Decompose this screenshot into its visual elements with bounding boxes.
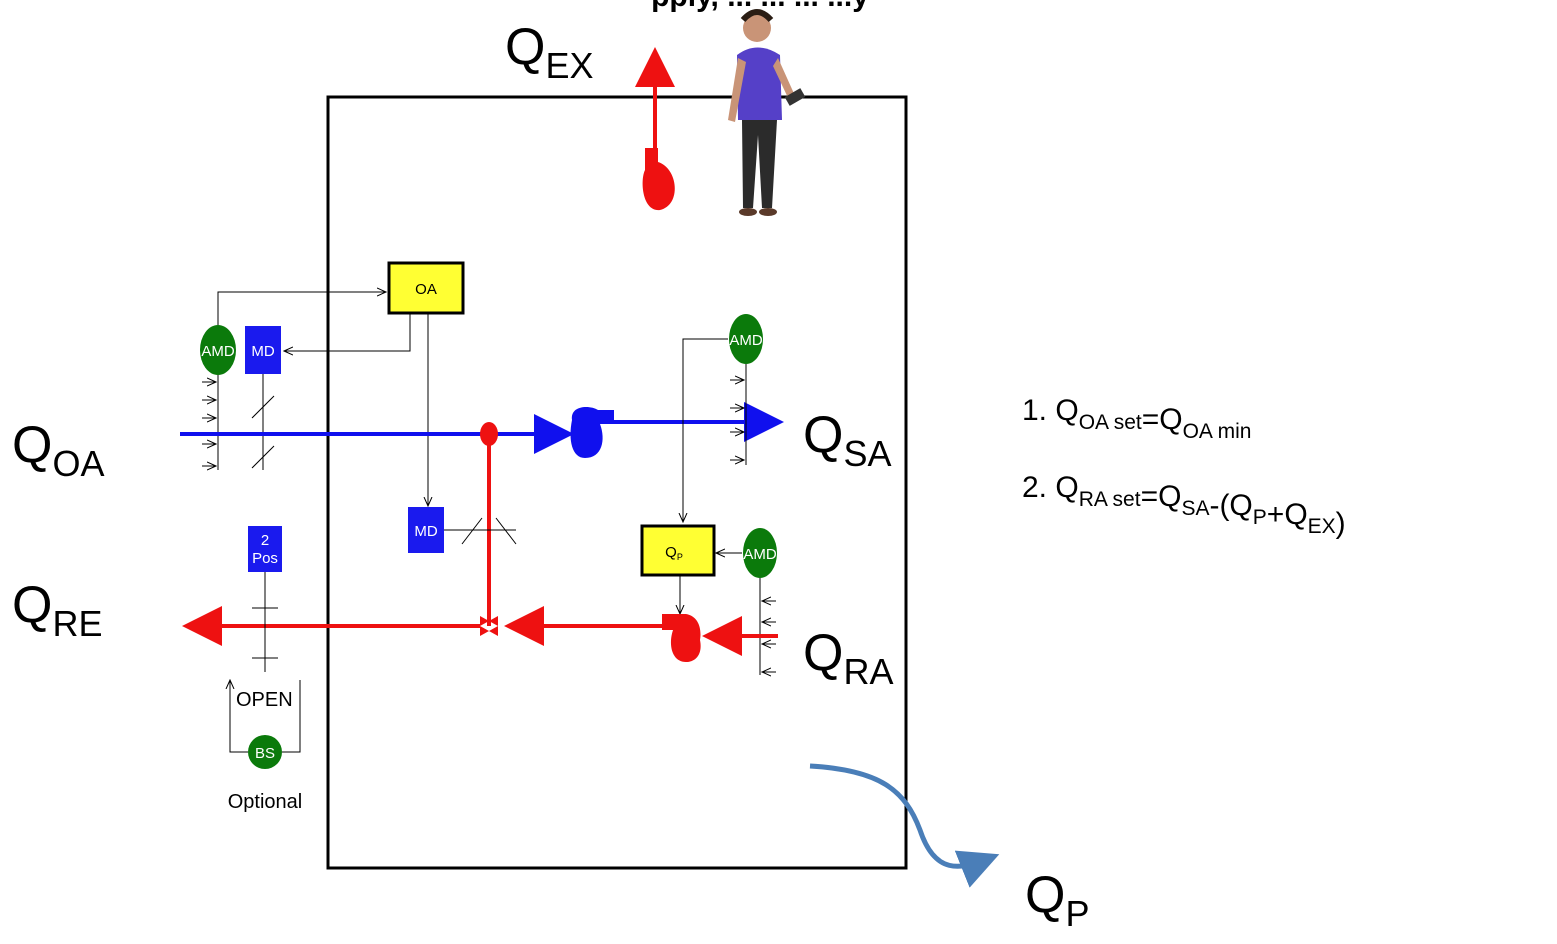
amd-oa-label: AMD <box>201 343 235 360</box>
amd-sa-label: AMD <box>729 332 763 349</box>
label-q-sa: QSA <box>803 406 891 474</box>
relief-junction-valve <box>480 616 498 636</box>
label-q-ex: QEX <box>505 18 593 86</box>
mixing-junction-top <box>480 422 498 446</box>
md-ra-label: MD <box>414 523 437 540</box>
open-label: OPEN <box>236 689 293 711</box>
oa-flow-station <box>202 375 219 470</box>
oa-damper-blade <box>251 395 275 419</box>
label-q-re: QRE <box>12 576 102 644</box>
md-oa-label: MD <box>251 343 274 360</box>
two-pos-actuator <box>248 526 282 572</box>
oa-controller-box <box>387 261 465 315</box>
exhaust-fan-icon <box>642 148 675 211</box>
equation-term: +Q <box>1267 498 1308 531</box>
equation-number: 2. <box>1022 471 1055 504</box>
equation-term: =Q <box>1141 480 1182 513</box>
bs-switch <box>248 735 282 769</box>
ra-flow-station <box>759 578 776 675</box>
equation-term: Q <box>1055 394 1078 427</box>
equation-subscript: OA min <box>1183 420 1252 443</box>
optional-label: Optional <box>228 791 303 813</box>
md-ra-blade-2 <box>495 517 517 545</box>
equation-subscript: P <box>1253 506 1267 529</box>
wire-bs-loop <box>282 680 301 753</box>
exhaust-flow <box>635 47 675 211</box>
md-ra-blade-1 <box>461 517 483 545</box>
equation-subscript: SA <box>1181 497 1209 520</box>
wire-oa-to-md <box>284 313 411 351</box>
wire-amd-sa-to-qp <box>683 338 728 522</box>
oa-damper-blade-2 <box>251 445 275 469</box>
header-partial-title: pply, ... ... ... ...y <box>651 0 869 13</box>
equation-subscript: EX <box>1308 515 1336 538</box>
qp-controller-label: QP <box>665 544 683 562</box>
wire-bs-open <box>230 680 248 753</box>
bs-label: BS <box>255 745 275 762</box>
oa-controller-label: OA <box>415 281 437 298</box>
equation-term: =Q <box>1142 403 1183 436</box>
qp-controller-box <box>640 524 716 577</box>
equation-subscript: RA set <box>1079 488 1141 511</box>
equation-term: -(Q <box>1209 489 1252 522</box>
label-q-oa: QOA <box>12 416 104 484</box>
md-ra-actuator <box>408 507 444 553</box>
building-envelope <box>326 95 908 870</box>
amd-oa-sensor <box>200 325 236 375</box>
equation-term: ) <box>1336 507 1346 540</box>
amd-ra-label: AMD <box>743 546 777 563</box>
amd-sa-sensor <box>729 314 763 364</box>
equation-number: 1. <box>1022 394 1055 427</box>
equation-subscript: OA set <box>1079 411 1142 434</box>
label-q-ra: QRA <box>803 624 893 692</box>
two-pos-label-2: Pos <box>252 550 278 567</box>
equation-2: 2. QRA set=QSA-(QP+QEX) <box>1022 471 1346 540</box>
wire-amd-to-oa <box>217 292 386 325</box>
equation-1: 1. QOA set=QOA min <box>1022 394 1251 443</box>
pressurization-arrow <box>809 763 1000 888</box>
return-fan-icon <box>662 614 701 662</box>
two-pos-label-1: 2 <box>261 532 269 549</box>
amd-ra-sensor <box>743 528 777 578</box>
label-q-p: QP <box>1025 866 1089 934</box>
md-oa-actuator <box>245 326 281 374</box>
equation-term: Q <box>1055 471 1078 504</box>
occupant-figure-icon <box>728 9 806 216</box>
supply-fan-icon <box>570 407 614 458</box>
sa-flow-station <box>730 364 747 465</box>
